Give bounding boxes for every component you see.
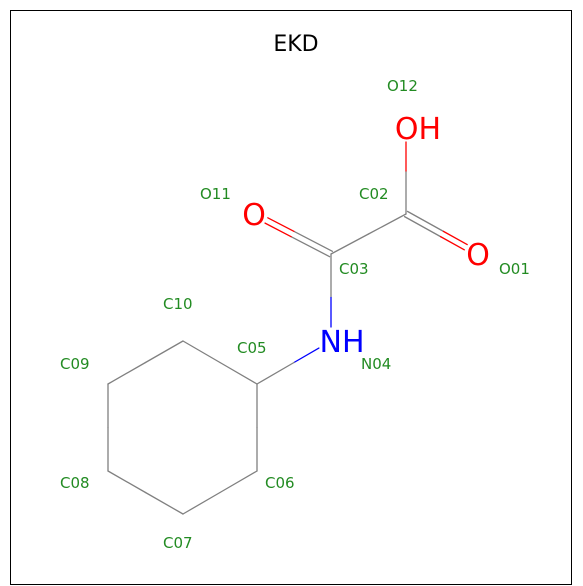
- atom-label-c08: C08: [60, 474, 90, 492]
- bond-c03-o11-line1-a: [290, 236, 331, 258]
- bond-c03-o11-line1-b: [264, 222, 292, 238]
- bond-c10-c05-b: [219, 361, 258, 385]
- atom-label-c09: C09: [60, 355, 90, 373]
- bond-layer: [107, 141, 468, 515]
- atom-label-c05: C05: [237, 339, 267, 357]
- atom-symbol-o12: OH: [395, 112, 441, 147]
- atom-label-o11: O11: [200, 185, 231, 203]
- bond-c02-o01-line1-b: [442, 230, 468, 246]
- bond-c02-o01-line1-a: [406, 210, 445, 233]
- atom-symbol-layer: O NH O OH: [242, 112, 490, 360]
- bond-c09-c10-b: [144, 340, 184, 364]
- bond-c02-c03-a: [367, 213, 407, 235]
- molecule-title: EKD: [273, 32, 318, 57]
- atom-symbol-o11: O: [242, 198, 266, 233]
- atom-label-c03: C03: [339, 260, 369, 278]
- bond-c06-c07-a: [219, 470, 258, 494]
- atom-label-o12: O12: [387, 77, 418, 95]
- bond-n04-c05-b: [256, 361, 295, 385]
- bond-c06-c07-b: [182, 491, 221, 515]
- atom-symbol-n04: NH: [320, 325, 365, 360]
- atom-symbol-o01: O: [466, 238, 490, 273]
- bond-c03-o11-line2-b: [267, 217, 295, 232]
- atom-label-o01: O01: [499, 260, 530, 278]
- atom-label-n04: N04: [361, 355, 391, 373]
- bond-c03-o11-line2-a: [293, 230, 334, 252]
- bond-c02-c03-b: [330, 233, 370, 255]
- bond-c07-c08-b: [107, 470, 147, 494]
- bond-n04-c05-a: [293, 347, 320, 364]
- bond-c10-c05-a: [182, 340, 221, 364]
- bond-c02-o01-line2-b: [439, 235, 465, 251]
- atom-label-c10: C10: [163, 295, 193, 313]
- atom-label-c07: C07: [163, 534, 193, 552]
- bond-c02-o01-line2-a: [403, 215, 442, 238]
- bond-c07-c08-a: [144, 491, 184, 515]
- atom-label-c06: C06: [265, 474, 295, 492]
- bond-c09-c10-a: [107, 361, 147, 385]
- atom-label-c02: C02: [359, 185, 389, 203]
